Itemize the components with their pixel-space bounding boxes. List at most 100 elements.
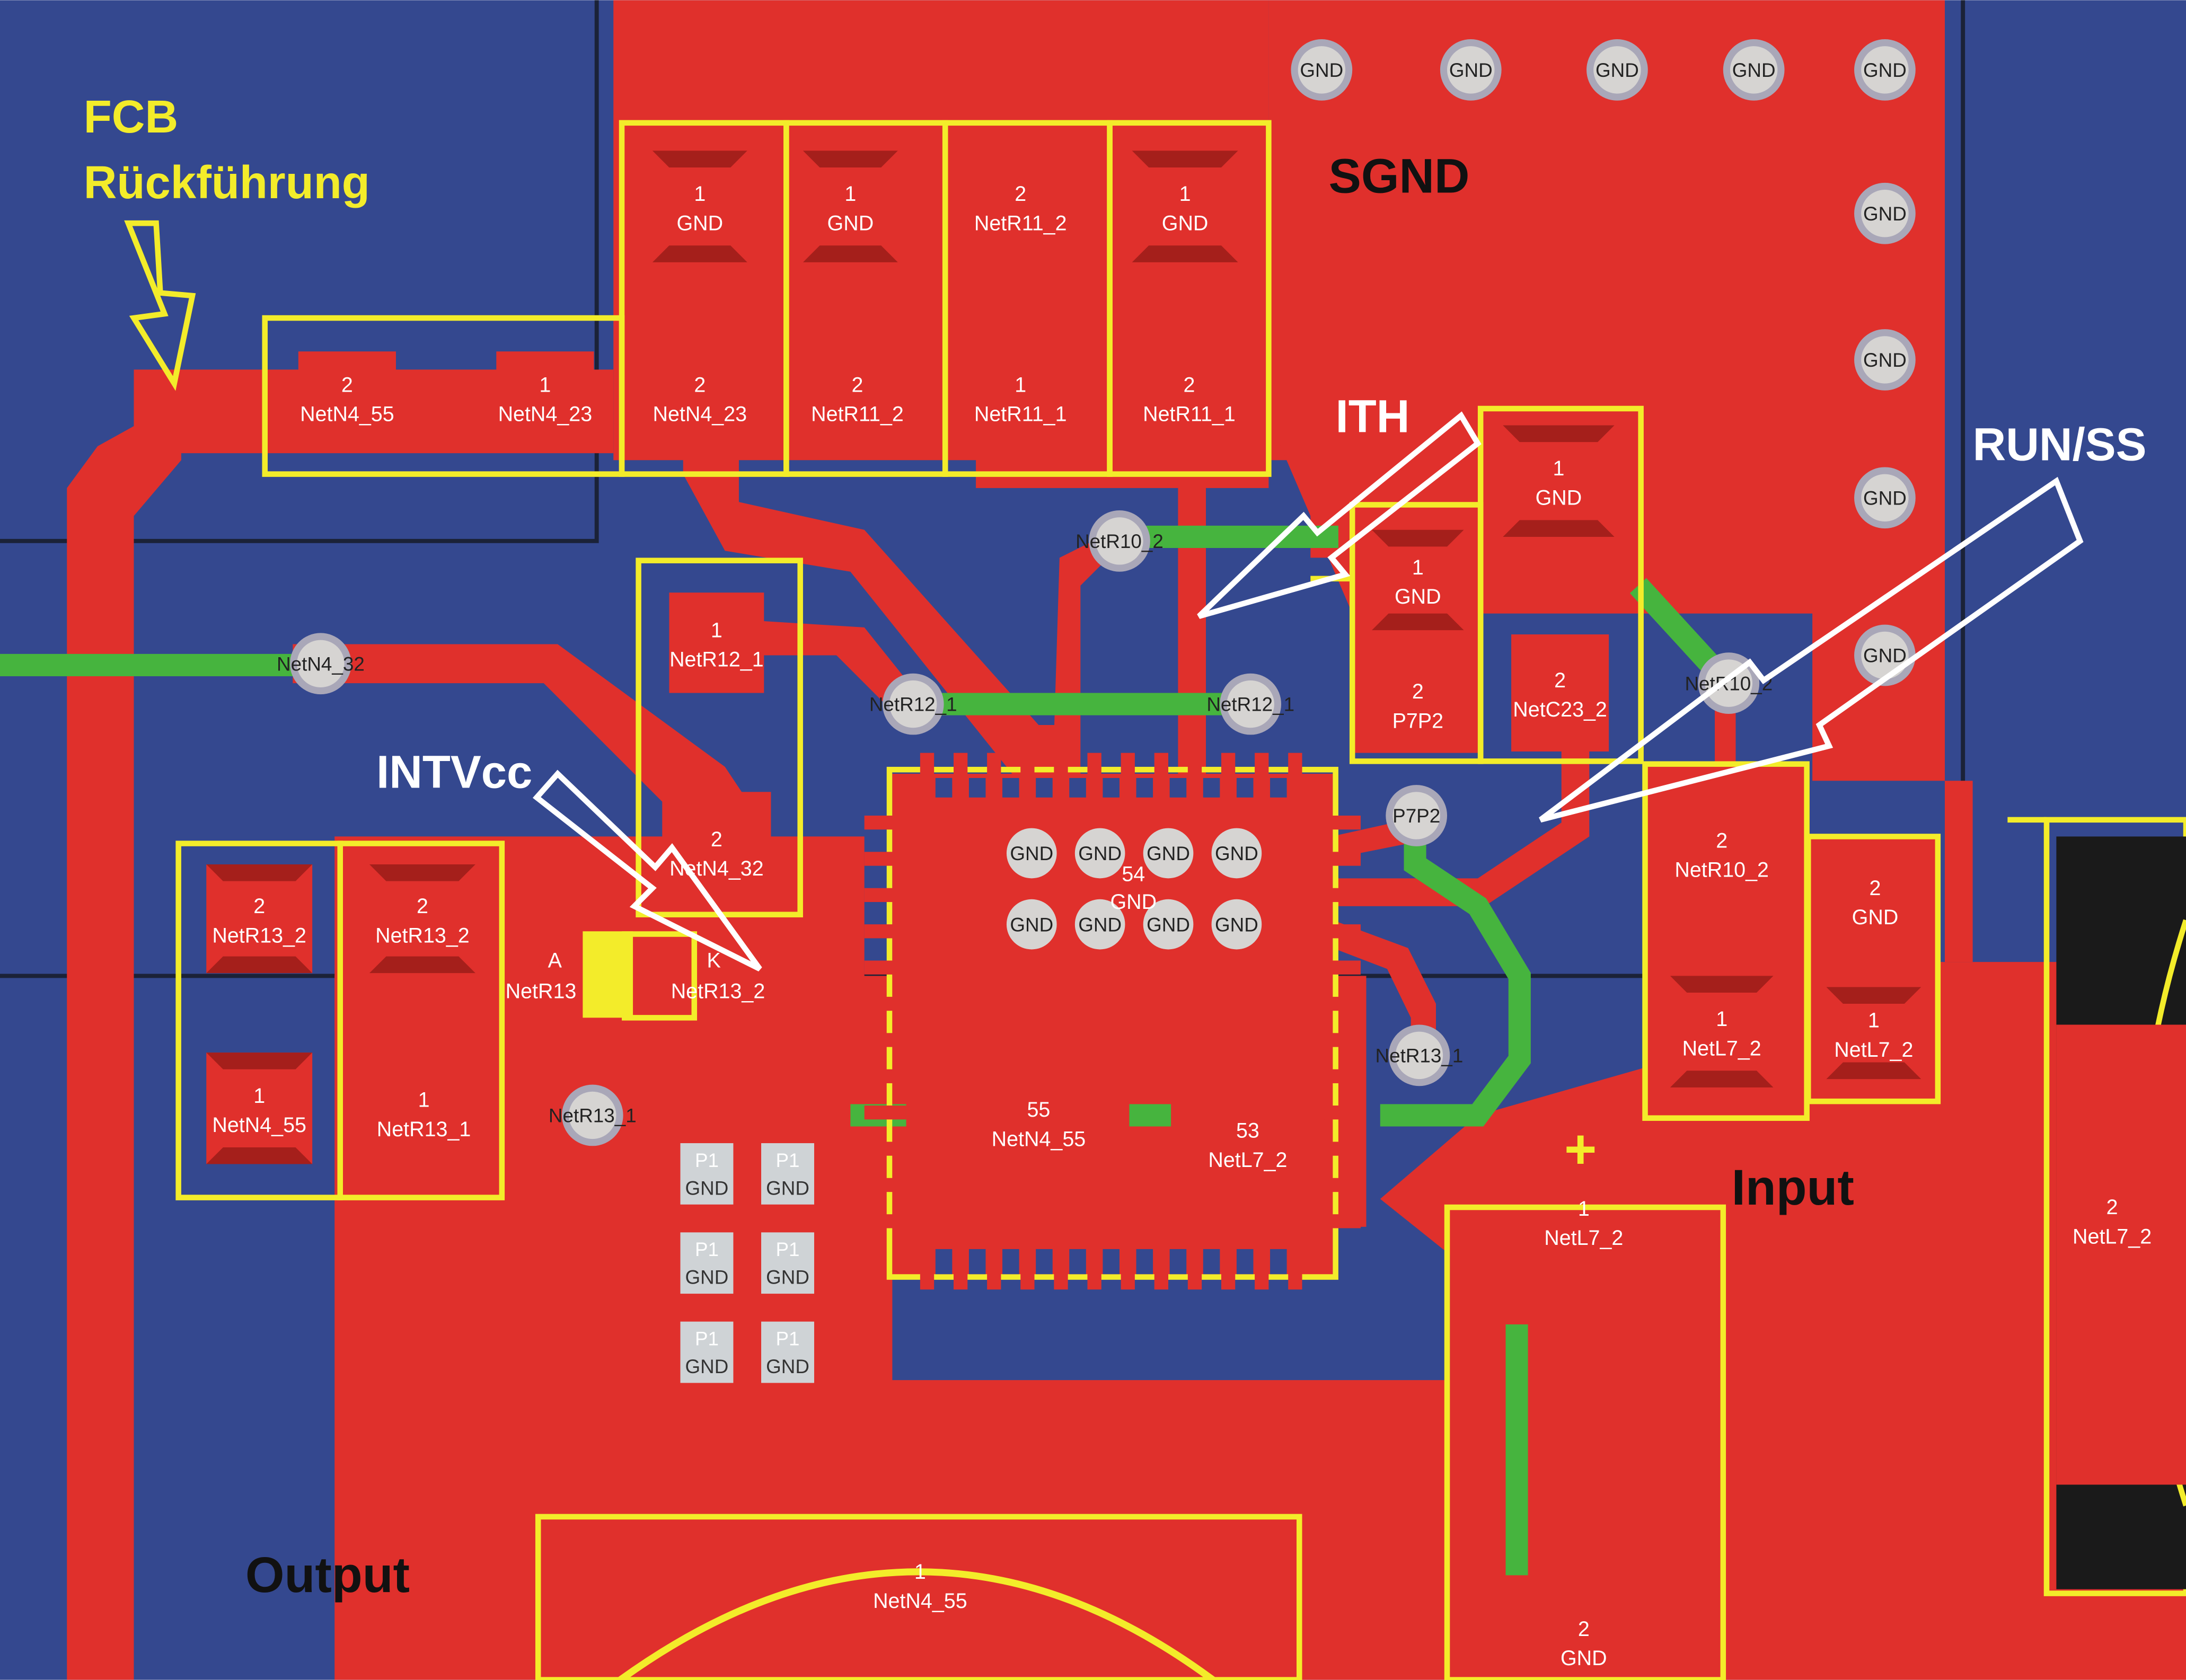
ic-thermal-label: GND: [1147, 843, 1190, 864]
silkscreen: [175, 120, 2186, 1680]
pad-net-name: NetR11_1: [974, 403, 1067, 426]
inductor-arc-bottom: [618, 1568, 1215, 1680]
pad-number: 1: [1868, 1009, 1880, 1032]
via-label: NetN4_32: [277, 653, 365, 675]
pin-gap: [1169, 777, 1187, 798]
ic-pin: [864, 960, 906, 975]
pad-bevel: [369, 864, 475, 881]
p1-pad-name: P1: [695, 1239, 719, 1260]
pad-number: 1: [1015, 373, 1026, 396]
pad-number: 1: [418, 1089, 430, 1112]
pad: [1673, 794, 1771, 912]
pad-net-name: NetN4_23: [653, 403, 747, 426]
p1-pad-name: P1: [695, 1328, 719, 1349]
ic-pin: [953, 753, 968, 795]
ic-pin: [1319, 960, 1361, 975]
cathode-net: NetR13_2: [671, 980, 765, 1003]
ic-pin: [1187, 1248, 1202, 1290]
sgnd-label: SGND: [1328, 148, 1469, 203]
fcb-label: FCB: [84, 91, 178, 143]
pad-net-name: NetN4_23: [498, 403, 593, 426]
ic-pin: [1087, 1248, 1101, 1290]
p1-pad-net: GND: [766, 1267, 809, 1288]
pad-number: 2: [417, 895, 428, 918]
pad-number: 1: [1553, 457, 1564, 480]
annotations: FCB Rückführung SGND ITH RUN/SS INTVcc I…: [84, 91, 2147, 1603]
ic-pin: [864, 852, 906, 866]
ic-pin: [1054, 753, 1068, 795]
via-label: NetR10_2: [1076, 530, 1163, 552]
pad-bevel: [652, 245, 747, 262]
ic-thermal-via: [1006, 828, 1057, 879]
ic-pin: [1319, 1033, 1361, 1047]
pad-number: 2: [253, 895, 265, 918]
pad: [1826, 861, 1924, 940]
pad-net-name: NetN4_55: [300, 403, 394, 426]
pad-number: 2: [852, 373, 863, 396]
ic-pin: [1288, 753, 1302, 795]
via: [1861, 190, 1909, 237]
ic-pin: [920, 753, 935, 795]
ic-thermal-label: GND: [1215, 843, 1258, 864]
pad: [369, 864, 475, 974]
via: [889, 680, 937, 728]
ic-pin: [1319, 1106, 1361, 1120]
pad-number: 2: [1015, 182, 1026, 206]
pad: [376, 1062, 471, 1163]
pad: [803, 151, 898, 262]
pad-number: 2: [694, 373, 706, 396]
via-label: NetR12_1: [869, 694, 957, 715]
ic-pin: [864, 1214, 906, 1228]
pin-gap: [1169, 1249, 1187, 1275]
annotation-arrows: [124, 220, 2084, 971]
p1-pad: [680, 1232, 734, 1294]
p1-pad-net: GND: [685, 1356, 729, 1377]
p1-pad-name: P1: [775, 1150, 799, 1171]
ic-pin: [1121, 753, 1135, 795]
pad-bevel: [803, 245, 898, 262]
ic-pin: [920, 1248, 935, 1290]
ic-thermal-via: [1143, 899, 1194, 950]
pad-number: 2: [1870, 877, 1881, 900]
pin-gap: [1069, 777, 1086, 798]
pad-number: 2: [1716, 829, 1727, 852]
pin-gap: [1236, 1249, 1254, 1275]
pad-number: 1: [1716, 1007, 1727, 1031]
ic-pin: [864, 924, 906, 939]
ic-pin: [864, 1178, 906, 1192]
via: [1861, 336, 1909, 384]
pad-bevel: [206, 864, 313, 881]
via: [297, 640, 345, 688]
fcb-arrow: [124, 220, 196, 391]
pad-number: 1: [711, 618, 722, 642]
pad-bevel: [652, 151, 747, 167]
pad-net-name: NetN4_55: [873, 1589, 967, 1613]
ic-pin: [864, 1106, 906, 1120]
ic-thermal-via: [1074, 899, 1125, 950]
ic-pin: [1020, 753, 1035, 795]
p1-pad: [761, 1232, 814, 1294]
pad: [206, 864, 313, 974]
ic-pin: [864, 996, 906, 1011]
pad: [1171, 1038, 1325, 1248]
ic-pin: [1020, 1248, 1035, 1290]
ic-pin: [1319, 996, 1361, 1011]
pad-net-name: NetN4_55: [992, 1127, 1086, 1151]
ic-pin: [1255, 753, 1269, 795]
pad-net-name: P7P2: [1392, 709, 1443, 732]
p1-pad: [761, 1143, 814, 1205]
pad-bevel: [1503, 520, 1615, 537]
pad: [669, 593, 764, 693]
run-ss-arrow: [1539, 476, 2084, 823]
ic-pin: [864, 1069, 906, 1083]
ic-pin: [1154, 1248, 1169, 1290]
pad: [1132, 151, 1238, 262]
pad: [973, 351, 1068, 444]
p1-pad: [680, 1321, 734, 1383]
pad: [1499, 1171, 1669, 1272]
via: [1298, 46, 1346, 94]
via-label: GND: [1732, 59, 1776, 81]
ic-pin: [1319, 1214, 1361, 1228]
p1-pad-net: GND: [766, 1177, 809, 1199]
